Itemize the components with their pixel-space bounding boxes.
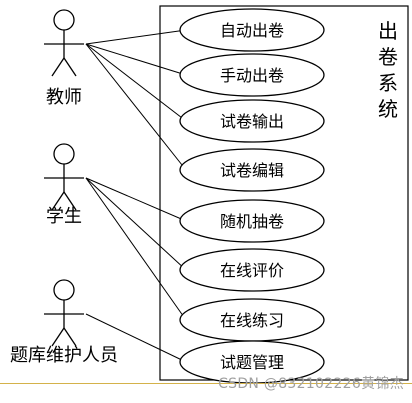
actor-label: 学生	[46, 206, 82, 227]
actor-head	[53, 143, 75, 165]
actor-leg-left	[51, 327, 65, 347]
use-case-ellipse	[179, 248, 325, 292]
actor-maintainer: 题库维护人员	[10, 279, 118, 366]
use-case-label: 试题管理	[220, 353, 284, 372]
bottom-divider	[0, 383, 412, 384]
system-title: 出卷系统	[378, 19, 398, 121]
system-title-text: 出卷系统	[378, 19, 398, 121]
actor-leg-right	[63, 57, 77, 77]
use-case-ellipse	[179, 199, 325, 243]
use-case-practice: 在线练习	[179, 298, 325, 342]
use-case-ellipse	[179, 148, 325, 192]
use-case-label: 试卷输出	[220, 112, 284, 131]
use-case-ellipse	[179, 99, 325, 143]
association-teacher-manual	[85, 43, 187, 76]
use-case-label: 在线评价	[220, 261, 284, 280]
use-case-eval: 在线评价	[179, 248, 325, 292]
use-case-label: 随机抽卷	[220, 212, 284, 231]
use-case-label: 手动出卷	[220, 66, 284, 85]
use-case-ellipse	[179, 8, 325, 52]
actor-leg-left	[51, 57, 65, 77]
actor-label: 题库维护人员	[10, 345, 118, 366]
actor-head	[53, 279, 75, 301]
use-case-label: 试卷编辑	[220, 161, 284, 180]
actor-head	[53, 9, 75, 31]
association-student-random	[85, 177, 187, 222]
use-case-edit: 试卷编辑	[179, 148, 325, 192]
actor-leg-right	[63, 191, 77, 211]
use-case-random: 随机抽卷	[179, 199, 325, 243]
use-case-label: 在线练习	[220, 311, 284, 330]
association-teacher-auto	[85, 29, 187, 45]
association-student-practice	[85, 177, 187, 321]
use-case-ellipse	[179, 53, 325, 97]
association-teacher-edit	[85, 43, 187, 171]
use-case-export: 试卷输出	[179, 99, 325, 143]
actor-leg-left	[51, 191, 65, 211]
association-lines	[85, 29, 187, 363]
actor-student: 学生	[44, 143, 84, 227]
use-case-label: 自动出卷	[220, 21, 284, 40]
watermark: CSDN @832102226黄锦杰	[218, 376, 404, 392]
association-teacher-export	[85, 43, 187, 122]
actor-label: 教师	[46, 87, 82, 108]
use-case-manage: 试题管理	[179, 340, 325, 384]
actor-teacher: 教师	[44, 9, 84, 108]
actor-leg-right	[63, 327, 77, 347]
association-maintainer-manage	[85, 313, 187, 363]
use-case-manual: 手动出卷	[179, 53, 325, 97]
use-case-auto: 自动出卷	[179, 8, 325, 52]
association-student-eval	[85, 177, 187, 271]
